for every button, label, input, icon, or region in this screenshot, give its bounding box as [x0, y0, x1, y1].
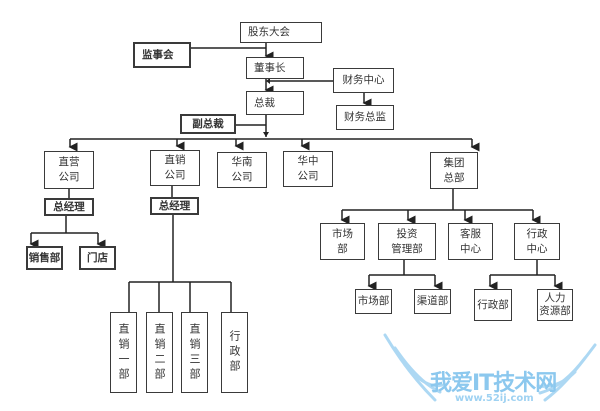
node-group-hq: 集团 总部 — [430, 152, 478, 189]
node-direct-sales-company: 直销 公司 — [150, 150, 200, 186]
node-market-dept: 市场部 — [355, 289, 392, 314]
node-finance-director: 财务总监 — [336, 105, 394, 130]
watermark-url: www.52ij.com — [455, 393, 534, 404]
node-admin-dept: 行政部 — [474, 289, 512, 321]
node-chairman: 董事长 — [246, 57, 304, 79]
node-investment-dept: 投资 管理部 — [378, 223, 436, 260]
node-shareholders: 股东大会 — [240, 22, 322, 43]
node-president: 总裁 — [246, 91, 304, 115]
node-south-china-company: 华南 公司 — [217, 152, 267, 188]
node-direct-sales-2: 直销二部 — [146, 312, 173, 393]
watermark-wings-icon — [383, 333, 597, 402]
node-finance-center: 财务中心 — [333, 68, 394, 93]
node-gm-direct-op: 总经理 — [44, 198, 94, 216]
node-supervisory-board: 监事会 — [133, 42, 191, 68]
node-store: 门店 — [79, 246, 116, 270]
node-hr-dept: 人力 资源部 — [537, 289, 573, 321]
node-central-china-company: 华中 公司 — [283, 151, 333, 187]
node-direct-sales-1: 直销一部 — [110, 312, 137, 393]
node-marketing-dept: 市场 部 — [320, 223, 365, 260]
node-channel-dept: 渠道部 — [414, 289, 451, 314]
node-customer-service: 客服 中心 — [448, 223, 493, 260]
node-admin-dept-sales: 行政部 — [221, 312, 248, 393]
node-vice-president: 副总裁 — [180, 114, 236, 134]
node-gm-direct-sales: 总经理 — [150, 197, 199, 215]
node-admin-center: 行政 中心 — [514, 223, 560, 260]
watermark-title: 我爱IT技术网 — [430, 371, 557, 396]
node-sales-dept: 销售部 — [26, 246, 63, 270]
node-direct-op-company: 直营 公司 — [44, 151, 94, 189]
node-direct-sales-3: 直销三部 — [181, 312, 208, 393]
